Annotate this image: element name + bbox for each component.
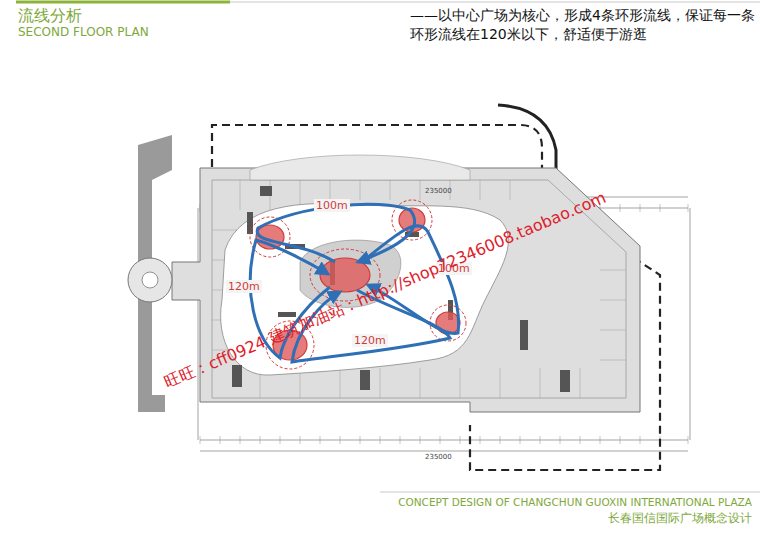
distance-label: 120m xyxy=(226,280,262,293)
dimension-text: 235000 xyxy=(425,187,452,195)
subtitle: SECOND FLOOR PLAN xyxy=(18,25,149,39)
page-title: 流线分析 xyxy=(18,6,82,25)
distance-label: 120m xyxy=(352,334,388,347)
dimension-text: 235000 xyxy=(425,453,452,461)
distance-label: 100m xyxy=(314,199,350,212)
project-name-en: CONCEPT DESIGN OF CHANGCHUN GUOXIN INTER… xyxy=(398,496,752,509)
caption-cn: 长春国信国际广场概念设计 xyxy=(608,511,752,525)
note-text: ——以中心广场为核心，形成4条环形流线，保证每一条环形流线在120米以下，舒适便… xyxy=(410,6,755,44)
